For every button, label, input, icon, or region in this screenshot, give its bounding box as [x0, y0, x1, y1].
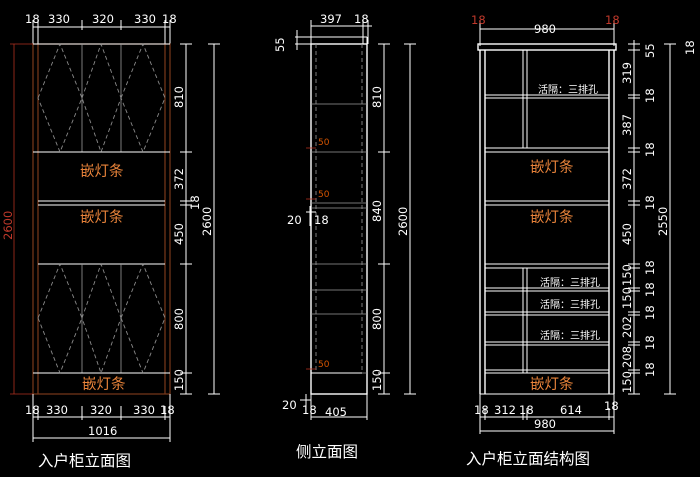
front-light-strip-label-1: 嵌灯条: [80, 163, 124, 180]
side-right-dim-3: 800: [370, 308, 384, 330]
front-right-dim-4: 800: [172, 308, 186, 330]
structure-dim-450: 450: [620, 223, 634, 245]
structure-dim-150c: 150: [620, 371, 634, 393]
structure-dim-18f: 18: [643, 305, 657, 320]
side-right-dim-4: 150: [370, 369, 384, 391]
structure-light-strip-label-1: 嵌灯条: [530, 159, 574, 176]
structure-dim-18e: 18: [643, 282, 657, 297]
side-view-caption: 侧立面图: [296, 443, 358, 461]
side-mid-dim-20: 20: [287, 213, 302, 227]
structure-dim-387: 387: [620, 114, 634, 136]
front-top-dim-4: 330: [134, 12, 156, 26]
structure-light-strip-label-3: 嵌灯条: [530, 376, 574, 393]
front-left-total-dim: 2600: [1, 211, 15, 240]
side-mark-50-2: 50: [318, 190, 330, 200]
front-bottom-dim-3: 320: [90, 403, 112, 417]
front-top-dim-5: 18: [162, 12, 177, 26]
front-light-strip-label-2: 嵌灯条: [80, 209, 124, 226]
front-bottom-dim-1: 18: [25, 403, 40, 417]
structure-dim-18g: 18: [643, 335, 657, 350]
front-top-dim-3: 320: [92, 12, 114, 26]
structure-dim-18c: 18: [643, 195, 657, 210]
side-mark-50-1: 50: [318, 138, 330, 148]
structure-far-right-dim: 18: [683, 40, 697, 55]
side-top-left-dim: 55: [273, 37, 287, 52]
side-top-dim-18: 18: [354, 12, 369, 26]
front-bottom-dim-5: 18: [160, 403, 175, 417]
structure-shelf-note-1: 活隔：三排孔: [538, 83, 598, 96]
structure-shelf-note-2: 活隔：三排孔: [540, 276, 600, 289]
structure-top-dim-right: 18: [605, 13, 620, 27]
front-right-dim-1: 810: [172, 86, 186, 108]
structure-bottom-total-dim: 980: [534, 417, 556, 431]
side-bottom-dim-18: 18: [302, 403, 317, 417]
structure-dim-55: 55: [643, 43, 657, 58]
front-right-dim-3: 450: [172, 223, 186, 245]
structure-view-caption: 入户柜立面结构图: [466, 450, 590, 468]
structure-right-total-dim: 2550: [656, 207, 670, 236]
structure-bottom-dim-3: 18: [519, 403, 534, 417]
structure-dim-202: 202: [620, 316, 634, 338]
front-right-dim-5: 150: [172, 369, 186, 391]
structure-dim-150a: 150: [620, 264, 634, 286]
side-right-dim-1: 810: [370, 86, 384, 108]
side-top-dim-depth: 397: [320, 12, 342, 26]
front-bottom-dim-4: 330: [133, 403, 155, 417]
structure-top-dim-left: 18: [471, 13, 486, 27]
structure-dim-208: 208: [620, 346, 634, 368]
structure-light-strip-label-2: 嵌灯条: [530, 209, 574, 226]
front-right-total-dim: 2600: [200, 207, 214, 236]
side-mark-50-3: 50: [318, 360, 330, 370]
structure-shelf-note-3: 活隔：三排孔: [540, 298, 600, 311]
front-bottom-dim-2: 330: [46, 403, 68, 417]
structure-dim-18d: 18: [643, 260, 657, 275]
structure-elevation-view: 18 980 18 活隔：三排孔 活隔：三排: [466, 13, 697, 468]
side-mid-dim-18: 18: [314, 213, 329, 227]
structure-dim-319: 319: [620, 62, 634, 84]
side-right-total-dim: 2600: [396, 207, 410, 236]
side-bottom-dim-20: 20: [282, 398, 297, 412]
structure-dim-18b: 18: [643, 142, 657, 157]
front-top-dim-1: 18: [25, 12, 40, 26]
front-top-dim-2: 330: [48, 12, 70, 26]
structure-bottom-dim-2: 312: [494, 403, 516, 417]
front-elevation-view: 18 330 320 330 18 嵌灯条 嵌灯条 嵌灯条: [1, 12, 220, 470]
front-light-strip-label-3: 嵌灯条: [82, 376, 126, 393]
front-right-dim-2: 372: [172, 168, 186, 190]
front-total-width-dim: 1016: [88, 424, 117, 438]
side-elevation-view: 397 18 55 50 50 50 20 18: [273, 12, 416, 461]
structure-bottom-dim-5: 18: [604, 399, 619, 413]
structure-dim-18a: 18: [643, 88, 657, 103]
front-view-caption: 入户柜立面图: [38, 452, 131, 470]
structure-dim-372: 372: [620, 168, 634, 190]
front-right-small-dim: 18: [188, 195, 202, 210]
structure-bottom-dim-4: 614: [560, 403, 582, 417]
structure-top-dim-width: 980: [534, 22, 556, 36]
side-bottom-total-dim: 405: [325, 405, 347, 419]
structure-dim-150b: 150: [620, 287, 634, 309]
structure-shelf-note-4: 活隔：三排孔: [540, 329, 600, 342]
side-right-dim-2: 840: [370, 200, 384, 222]
structure-dim-18h: 18: [643, 362, 657, 377]
structure-bottom-dim-1: 18: [474, 403, 489, 417]
